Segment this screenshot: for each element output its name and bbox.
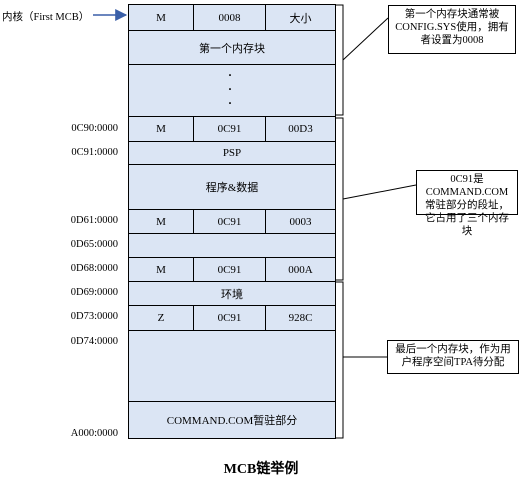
- mcb-2-size: 00D3: [265, 116, 336, 142]
- environment-block: 环境: [128, 281, 336, 306]
- diagram-caption: MCB链举例: [223, 462, 299, 477]
- address-label: 0C91:0000: [71, 147, 118, 158]
- ellipsis-dot: ·: [228, 68, 233, 82]
- ellipsis-block: [128, 64, 336, 117]
- mcb-2-owner: 0C91: [193, 116, 266, 142]
- note-tpa: 最后一个内存块，作为用户程序空间TPA待分配: [387, 340, 519, 374]
- program-data-block: 程序&数据: [128, 164, 336, 210]
- brace-command-block-link: [342, 184, 417, 200]
- brace-first-block-link: [342, 17, 389, 61]
- mcb-3-owner: 0C91: [193, 209, 266, 234]
- brace-first-block: [335, 4, 344, 116]
- small-block: [128, 233, 336, 258]
- address-label: 0D69:0000: [70, 287, 118, 298]
- ellipsis-dot: ·: [228, 82, 233, 96]
- psp-block: PSP: [128, 141, 336, 165]
- note-command-resident: 0C91是COMMAND.COM常驻部分的段址，它占用了三个内存块: [416, 170, 518, 237]
- address-label: 0D68:0000: [70, 263, 118, 274]
- brace-command-block: [335, 117, 344, 281]
- address-label: 0D74:0000: [70, 336, 118, 347]
- mcb-1-owner: 0008: [193, 4, 266, 31]
- ellipsis-dot: ·: [228, 96, 233, 110]
- mcb-2-type: M: [128, 116, 194, 142]
- first-memory-block: 第一个内存块: [128, 30, 336, 65]
- mcb-5-size: 928C: [265, 305, 336, 331]
- mcb-3-size: 0003: [265, 209, 336, 234]
- mcb-4-size: 000A: [265, 257, 336, 282]
- address-label: 0D73:0000: [70, 311, 118, 322]
- mcb-5-type: Z: [128, 305, 194, 331]
- kernel-label: 内核（First MCB）: [2, 12, 90, 23]
- mcb-4-type: M: [128, 257, 194, 282]
- brace-tpa-block: [335, 281, 344, 439]
- note-first-block: 第一个内存块通常被CONFIG.SYS使用，拥有者设置为0008: [388, 5, 516, 54]
- address-label: 0C90:0000: [71, 123, 118, 134]
- mcb-1-type: M: [128, 4, 194, 31]
- mcb-4-owner: 0C91: [193, 257, 266, 282]
- address-label: 0D61:0000: [70, 215, 118, 226]
- mcb-5-owner: 0C91: [193, 305, 266, 331]
- tpa-block: [128, 330, 336, 402]
- address-label: 0D65:0000: [70, 239, 118, 250]
- address-label: A000:0000: [70, 428, 118, 439]
- mcb-1-size: 大小: [265, 4, 336, 31]
- mcb-3-type: M: [128, 209, 194, 234]
- command-transient-block: COMMAND.COM暂驻部分: [128, 401, 336, 439]
